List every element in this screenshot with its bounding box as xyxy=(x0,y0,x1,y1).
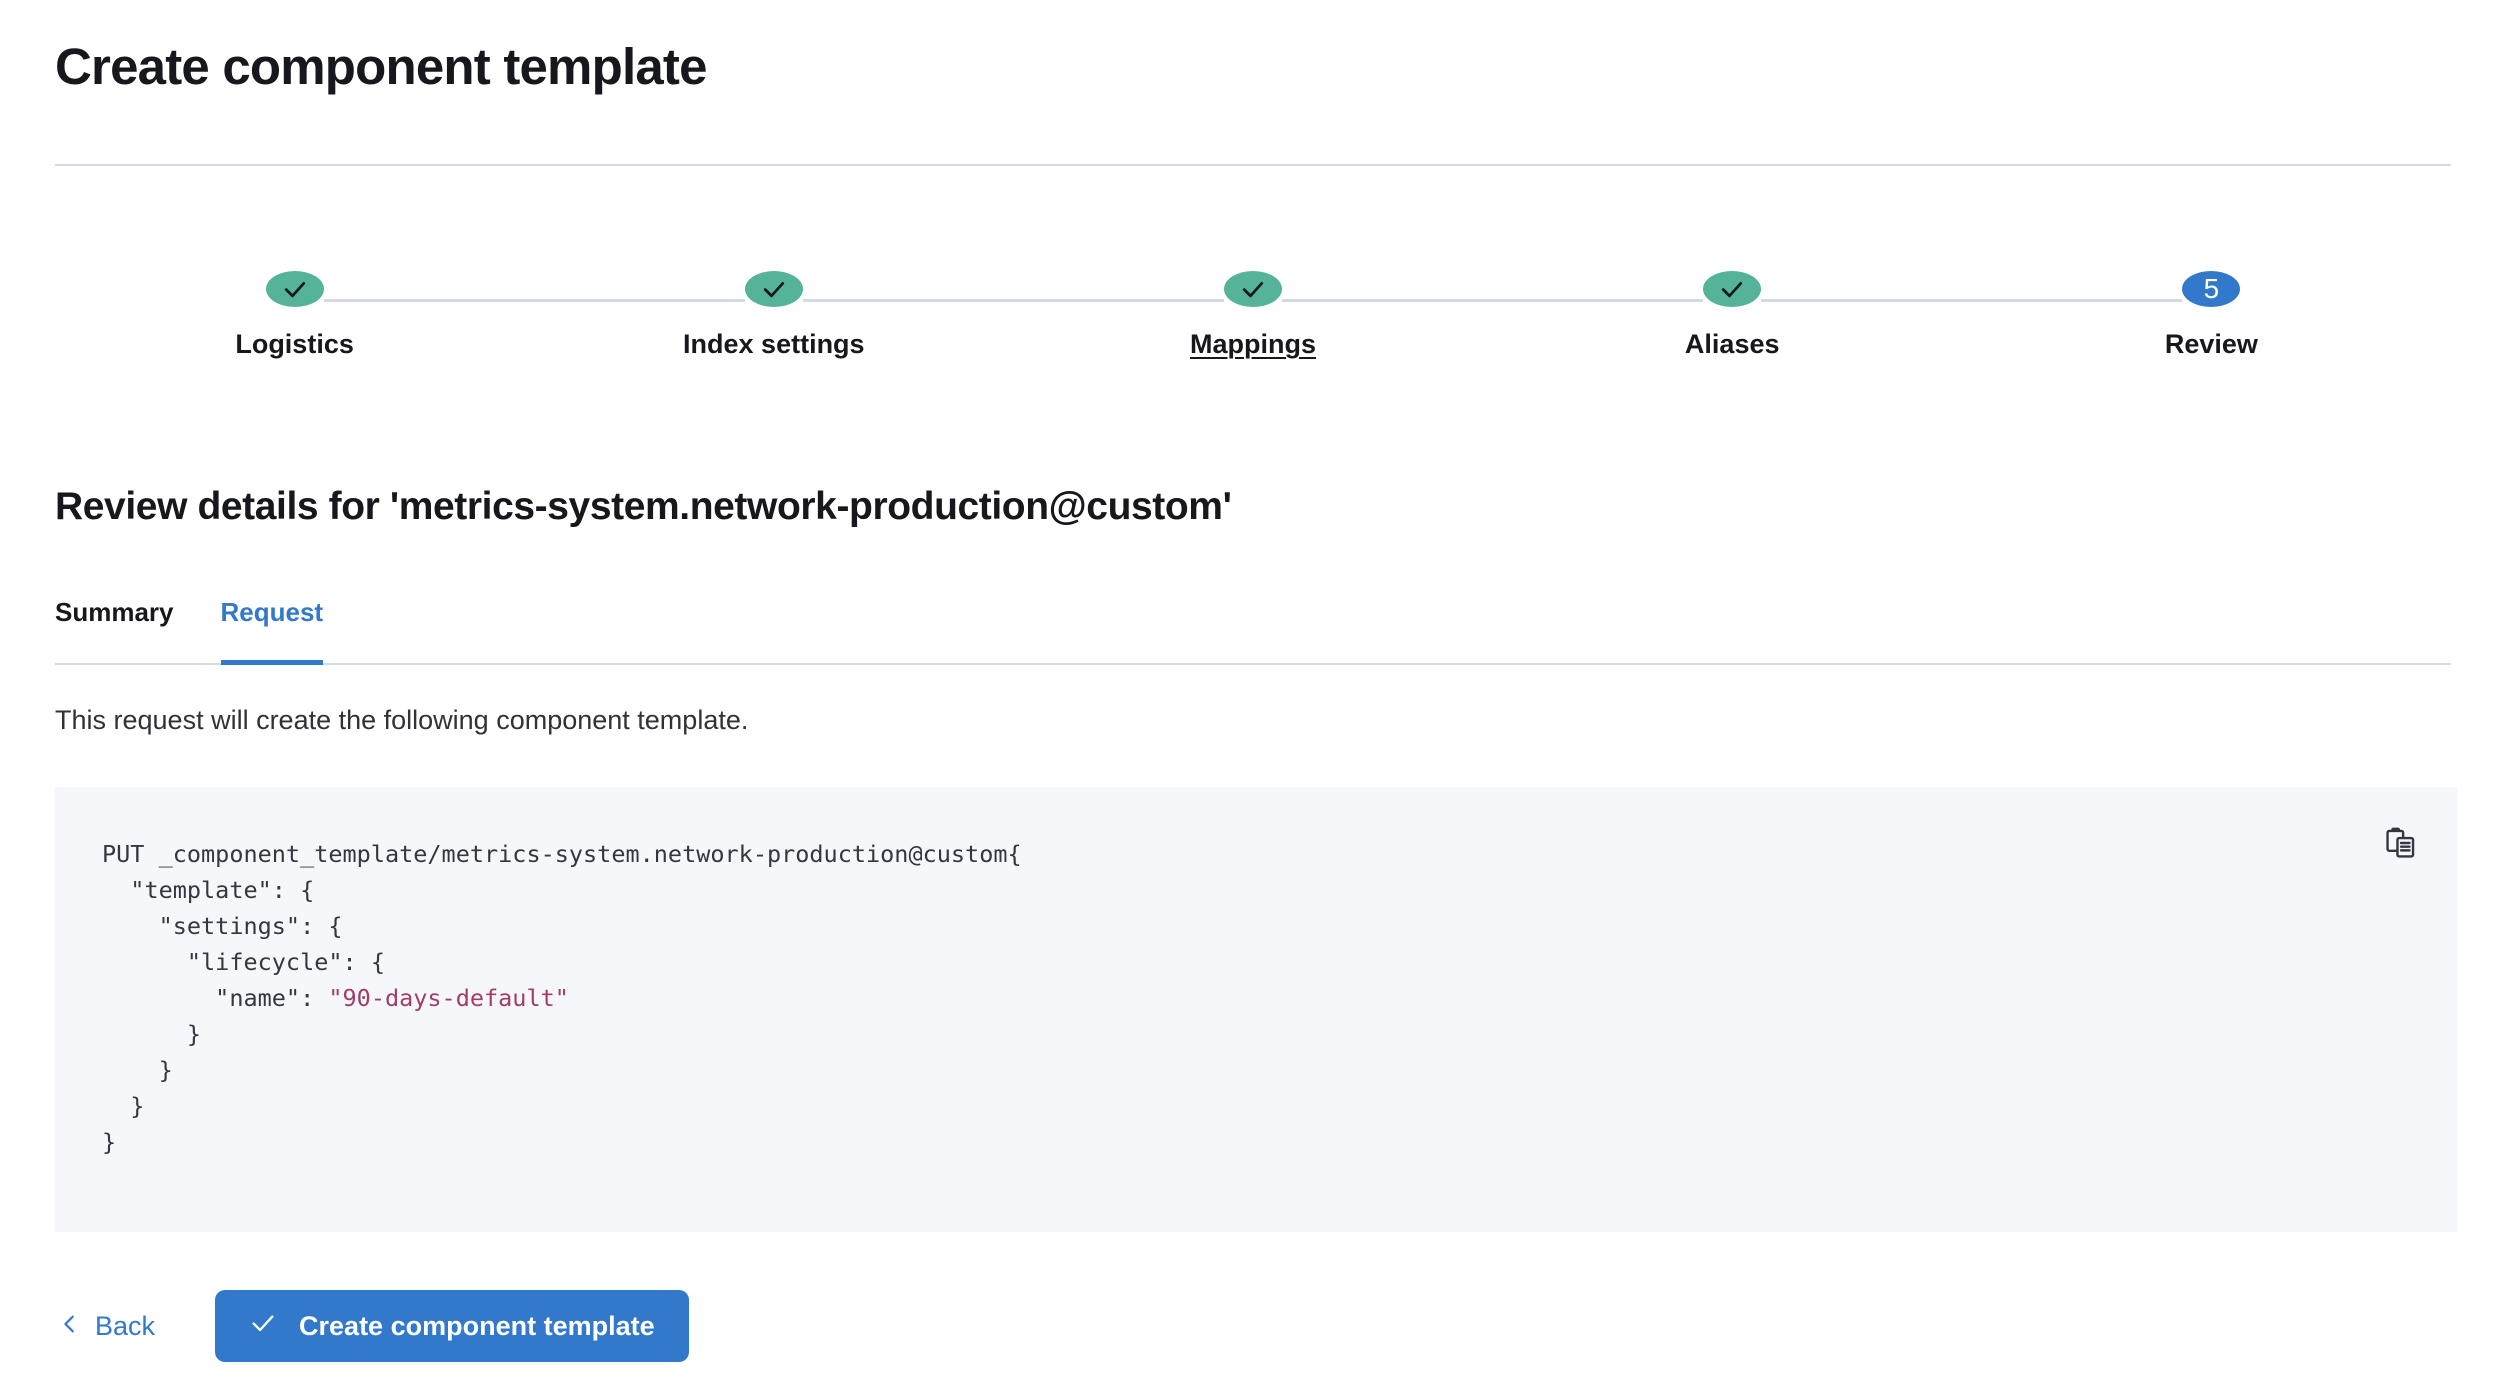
check-icon xyxy=(763,282,784,298)
step-connector-line xyxy=(1282,299,1704,302)
step-label[interactable]: Aliases xyxy=(1684,329,1780,359)
step-circle-current[interactable]: 5 xyxy=(2182,271,2241,307)
step-label[interactable]: Index settings xyxy=(683,329,865,359)
step-circle-complete[interactable] xyxy=(1703,271,1762,307)
check-icon xyxy=(1242,282,1264,298)
check-icon xyxy=(284,282,305,298)
request-code: PUT _component_template/metrics-system.n… xyxy=(102,836,1022,1160)
tab-request[interactable]: Request xyxy=(220,595,323,665)
create-component-template-button[interactable]: Create component template xyxy=(215,1290,689,1362)
check-icon-glyph xyxy=(252,1314,274,1331)
chevron-left-icon-glyph xyxy=(64,1315,74,1332)
review-heading: Review details for 'metrics-system.netwo… xyxy=(55,485,1232,528)
tab-list: Summary Request xyxy=(55,595,323,665)
step-circle-complete[interactable] xyxy=(744,271,803,307)
step-number: 5 xyxy=(2203,273,2220,304)
title-divider xyxy=(55,164,2451,166)
request-code-panel: PUT _component_template/metrics-system.n… xyxy=(55,787,2457,1232)
back-button-label: Back xyxy=(95,1310,156,1341)
footer-actions: Back Create component template xyxy=(55,1290,689,1362)
wizard-step-mappings[interactable]: Mappings xyxy=(1013,240,1704,360)
code-body-after: } } } } xyxy=(102,1020,202,1156)
step-circle-complete[interactable] xyxy=(1224,271,1282,307)
review-tabs: Summary Request xyxy=(55,595,2451,665)
step-label[interactable]: Mappings xyxy=(1190,329,1316,359)
step-connector-line xyxy=(1761,299,2183,302)
tab-summary[interactable]: Summary xyxy=(55,595,174,665)
back-button[interactable]: Back xyxy=(55,1305,159,1348)
code-method-line: PUT _component_template/metrics-system.n… xyxy=(102,840,1008,868)
step-connector-line xyxy=(323,299,745,302)
clipboard-copy-icon[interactable] xyxy=(2377,819,2425,867)
clipboard-copy-icon-glyph xyxy=(2386,827,2415,858)
check-icon xyxy=(1722,282,1743,298)
page-title: Create component template xyxy=(55,38,707,95)
wizard-step-logistics[interactable]: Logistics xyxy=(55,240,745,360)
step-circle-complete[interactable] xyxy=(265,271,324,307)
step-label[interactable]: Review xyxy=(2164,329,2258,359)
chevron-left-icon xyxy=(59,1311,81,1342)
check-icon xyxy=(249,1309,277,1344)
tab-strip-divider xyxy=(55,663,2451,665)
step-label[interactable]: Logistics xyxy=(235,329,354,359)
code-body-before: { "template": { "settings": { "lifecycle… xyxy=(130,840,1022,1012)
step-connector-line xyxy=(802,299,1224,302)
request-description: This request will create the following c… xyxy=(55,705,749,735)
create-component-template-label: Create component template xyxy=(299,1310,655,1341)
wizard-step-index-settings[interactable]: Index settings xyxy=(534,240,1224,360)
wizard-step-aliases[interactable]: Aliases xyxy=(1493,240,2183,360)
code-string-value: "90-days-default" xyxy=(328,984,569,1012)
